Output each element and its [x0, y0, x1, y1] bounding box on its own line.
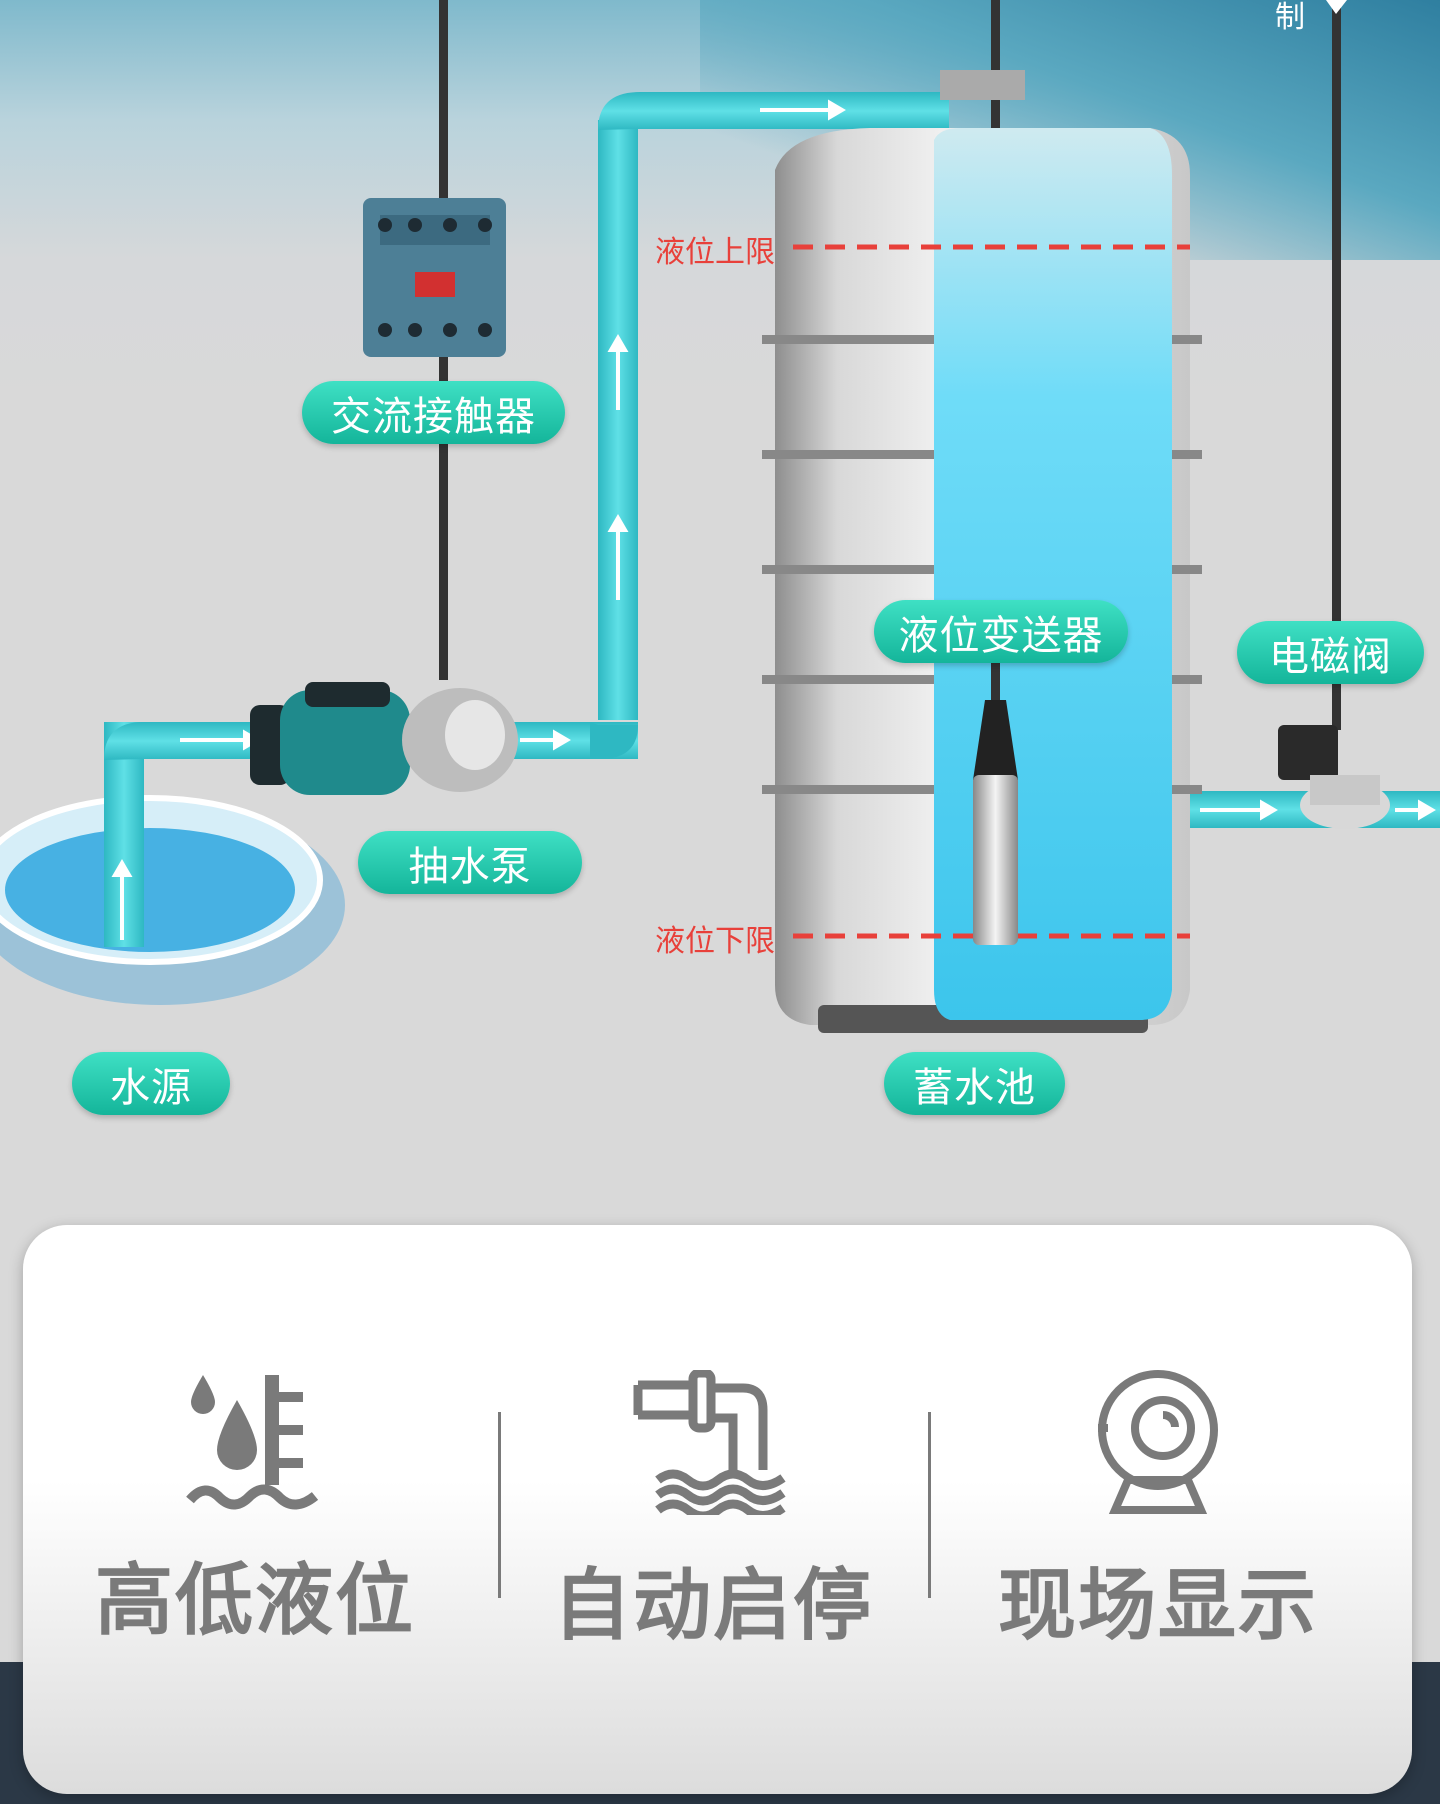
ac-contactor — [363, 198, 506, 357]
wire-valve — [1332, 0, 1341, 730]
valve-label: 电磁阀 — [1237, 621, 1424, 684]
water-level-icon — [186, 1375, 319, 1510]
pipe-outflow-icon — [633, 1370, 786, 1515]
divider — [498, 1412, 501, 1598]
tank-label: 蓄水池 — [884, 1052, 1065, 1115]
feature-auto: 自动启停 — [543, 1370, 883, 1655]
pipe-riser — [598, 120, 638, 720]
source-label: 水源 — [72, 1052, 230, 1115]
contactor-label: 交流接触器 — [302, 381, 565, 444]
lower-limit-label: 液位下限 — [655, 924, 775, 959]
water-pump — [250, 682, 518, 795]
pump-label: 抽水泵 — [358, 831, 582, 894]
water-source-pool — [0, 795, 345, 1005]
feature-display: 现场显示 — [988, 1370, 1328, 1655]
divider — [928, 1412, 931, 1598]
display-camera-icon — [1098, 1370, 1218, 1514]
transmitter-label: 液位变送器 — [874, 600, 1128, 663]
upper-limit-label: 液位上限 — [655, 235, 775, 270]
top-label-fragment: 制 — [1275, 0, 1305, 35]
feature-label: 现场显示 — [997, 1561, 1318, 1651]
feature-level: 高低液位 — [85, 1370, 425, 1650]
solenoid-valve — [1278, 725, 1390, 829]
feature-label: 自动启停 — [552, 1561, 873, 1651]
tank-water — [934, 128, 1172, 1020]
system-diagram — [0, 0, 1440, 1033]
feature-label: 高低液位 — [94, 1556, 415, 1646]
